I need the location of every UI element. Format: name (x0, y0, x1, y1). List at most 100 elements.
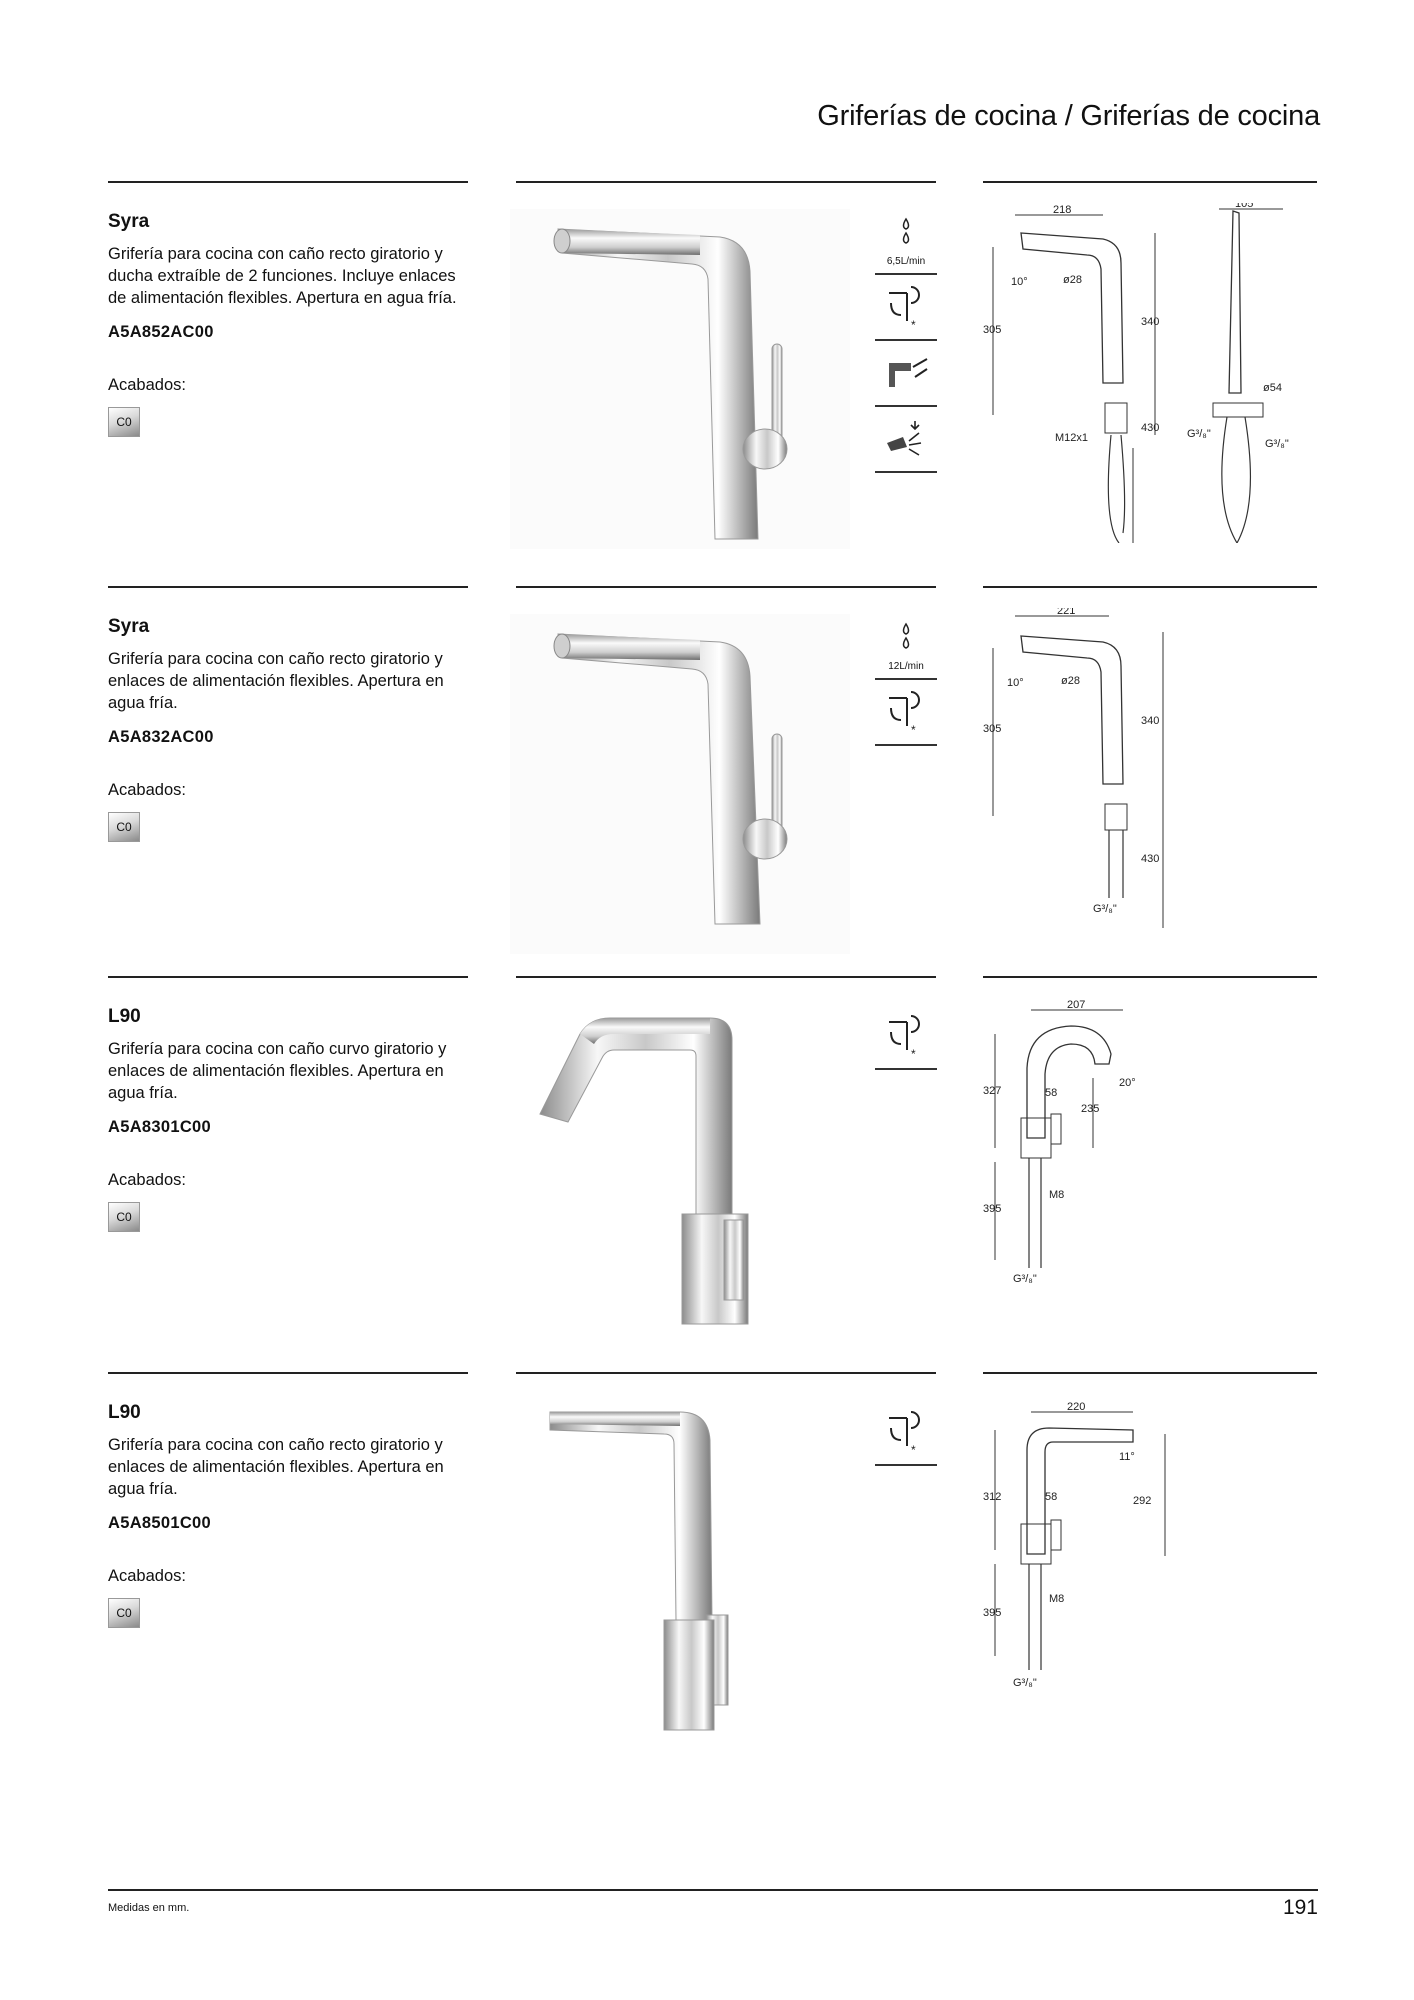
dim-angle: 20° (1119, 1077, 1136, 1089)
dim-spout: 235 (1081, 1103, 1099, 1115)
product-code: A5A8301C00 (108, 1118, 211, 1136)
product-info: Syra Grifería para cocina con caño recto… (108, 616, 478, 842)
dim-total: 340 (1141, 316, 1159, 328)
product-name: Syra (108, 211, 150, 232)
dim-reach: 207 (1067, 999, 1085, 1011)
divider (983, 181, 1317, 183)
dim-diameter: ø28 (1063, 274, 1082, 286)
cold-start-icon: * (875, 680, 937, 746)
product-description: Grifería para cocina con caño recto gira… (108, 650, 444, 712)
dim-conn: G³/₈" (1013, 1677, 1037, 1689)
page-number: 191 (1282, 1896, 1318, 1919)
divider (983, 586, 1317, 588)
finish-swatch-chrome[interactable]: C0 (108, 1598, 140, 1628)
finishes-label: Acabados: (108, 781, 186, 799)
dim-base: ø54 (1263, 382, 1282, 394)
product-info: Syra Grifería para cocina con caño recto… (108, 211, 478, 437)
divider (983, 976, 1317, 978)
product-name: Syra (108, 616, 150, 637)
water-flow-icon: 12L/min (875, 614, 937, 680)
dim-spout: 292 (1133, 1495, 1151, 1507)
divider (108, 976, 468, 978)
divider (516, 586, 936, 588)
product-description: Grifería para cocina con caño recto gira… (108, 1436, 444, 1498)
product-info: L90 Grifería para cocina con caño curvo … (108, 1006, 478, 1232)
product-photo (549, 1411, 729, 1731)
dim-reach: 218 (1053, 204, 1071, 216)
footer-note: Medidas en mm. (108, 1902, 190, 1914)
product-code: A5A8501C00 (108, 1514, 211, 1532)
dim-conn-b: G³/₈" (1265, 438, 1289, 450)
dim-side-width: 105 (1235, 203, 1253, 210)
product-description: Grifería para cocina con caño curvo gira… (108, 1040, 447, 1102)
finish-swatch-chrome[interactable]: C0 (108, 812, 140, 842)
divider (516, 976, 936, 978)
technical-drawing: 220 11° 312 58 292 395 M8 G³/₈" (983, 1401, 1166, 1689)
product-info: L90 Grifería para cocina con caño recto … (108, 1402, 478, 1628)
divider (108, 1372, 468, 1374)
dim-body: 58 (1045, 1491, 1057, 1503)
dim-body: 58 (1045, 1087, 1057, 1099)
finish-swatch-chrome[interactable]: C0 (108, 1202, 140, 1232)
product-section-1: Syra Grifería para cocina con caño recto… (0, 181, 1414, 571)
dim-hose: 430 (1141, 422, 1159, 434)
product-name: L90 (108, 1402, 141, 1423)
dim-hose: 395 (983, 1607, 1001, 1619)
footer-divider (108, 1889, 1318, 1891)
dim-reach: 220 (1067, 1401, 1085, 1413)
product-photo (539, 1017, 749, 1325)
product-code: A5A852AC00 (108, 323, 214, 341)
divider (516, 1372, 936, 1374)
divider (516, 181, 936, 183)
dim-total: 340 (1141, 715, 1159, 727)
product-section-2: Syra Grifería para cocina con caño recto… (0, 586, 1414, 976)
cold-start-icon: * (875, 275, 937, 341)
finish-swatch-chrome[interactable]: C0 (108, 407, 140, 437)
svg-text:*: * (911, 318, 916, 332)
finishes-label: Acabados: (108, 1567, 186, 1585)
dim-height: 312 (983, 1491, 1001, 1503)
pull-out-hose-icon (875, 341, 937, 407)
dim-reach: 221 (1057, 608, 1075, 617)
dim-hose: 395 (983, 1203, 1001, 1215)
dim-conn: G³/₈" (1093, 903, 1117, 915)
product-photo (510, 209, 850, 549)
technical-drawing: 218 10° ø28 305 340 430 M12x1 105 ø54 G³… (983, 203, 1289, 543)
product-section-4: L90 Grifería para cocina con caño recto … (0, 1372, 1414, 1762)
dim-angle: 11° (1119, 1451, 1135, 1463)
flow-rate: 6,5L/min (886, 256, 926, 267)
product-code: A5A832AC00 (108, 728, 214, 746)
finishes-label: Acabados: (108, 376, 186, 394)
feature-icons: * (875, 1400, 937, 1466)
dim-thread: M8 (1049, 1189, 1064, 1201)
divider (108, 181, 468, 183)
svg-text:*: * (911, 1047, 916, 1061)
divider (108, 586, 468, 588)
product-photo (510, 614, 850, 954)
dim-angle: 10° (1007, 677, 1024, 689)
dim-diameter: ø28 (1061, 675, 1080, 687)
dim-thread: M12x1 (1055, 432, 1088, 444)
product-name: L90 (108, 1006, 141, 1027)
flow-rate: 12L/min (888, 661, 924, 672)
dim-thread: M8 (1049, 1593, 1064, 1605)
finishes-label: Acabados: (108, 1171, 186, 1189)
page-title: Griferías de cocina / Griferías de cocin… (817, 100, 1320, 132)
product-description: Grifería para cocina con caño recto gira… (108, 245, 457, 307)
dim-conn-a: G³/₈" (1187, 428, 1211, 440)
dim-height: 305 (983, 324, 1001, 336)
technical-drawing: 207 20° 327 58 235 395 M8 G³/₈" (983, 999, 1136, 1285)
feature-icons: 6,5L/min * (875, 209, 937, 473)
dim-height: 327 (983, 1085, 1001, 1097)
water-flow-icon: 6,5L/min (875, 209, 937, 275)
feature-icons: * (875, 1004, 937, 1070)
cold-start-icon: * (875, 1004, 937, 1070)
svg-text:*: * (911, 1443, 916, 1457)
dual-spray-icon (875, 407, 937, 473)
product-section-3: L90 Grifería para cocina con caño curvo … (0, 976, 1414, 1366)
divider (983, 1372, 1317, 1374)
dim-angle: 10° (1011, 276, 1028, 288)
cold-start-icon: * (875, 1400, 937, 1466)
dim-hose: 430 (1141, 853, 1159, 865)
technical-drawing: 221 10° ø28 305 340 430 G³/₈" (983, 608, 1164, 928)
